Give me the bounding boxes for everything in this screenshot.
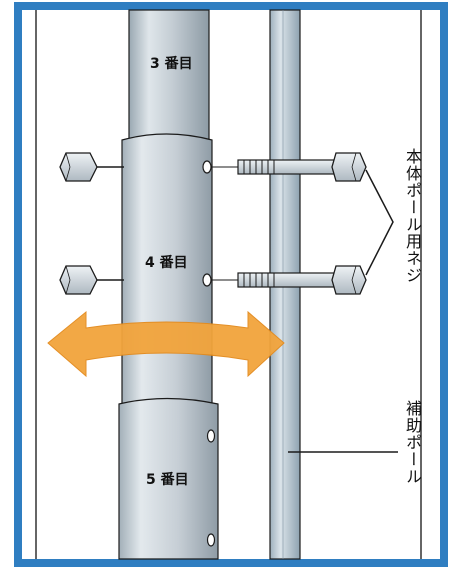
aux-pole-label: 補助ポール <box>403 400 422 485</box>
frame-bottom <box>14 559 448 567</box>
segment-3-label: 3 番目 <box>150 55 193 72</box>
nut-icon <box>59 265 98 295</box>
frame-left <box>14 2 22 567</box>
screw-leader-line <box>365 169 394 276</box>
nut-icon <box>59 152 98 182</box>
frame-right <box>440 2 448 567</box>
pole-segment-5 <box>118 397 219 560</box>
bolt-head-icon <box>331 152 367 182</box>
bolt-shaft <box>237 272 337 288</box>
main-pole-screw-label: 本体ポール用ネジ <box>403 148 422 284</box>
bolt-shaft <box>237 159 337 175</box>
pole-hole <box>206 429 216 443</box>
segment-5-label: 5 番目 <box>146 471 189 488</box>
frame-top <box>14 2 448 10</box>
bolt-head-icon <box>331 265 367 295</box>
bolt-assembly-lower <box>59 265 367 295</box>
pole-segment-3 <box>128 9 210 146</box>
bolt-assembly-upper <box>59 152 367 182</box>
rotate-arrow-icon <box>47 310 285 378</box>
pole-hole <box>206 533 216 547</box>
segment-4-label: 4 番目 <box>145 254 188 271</box>
